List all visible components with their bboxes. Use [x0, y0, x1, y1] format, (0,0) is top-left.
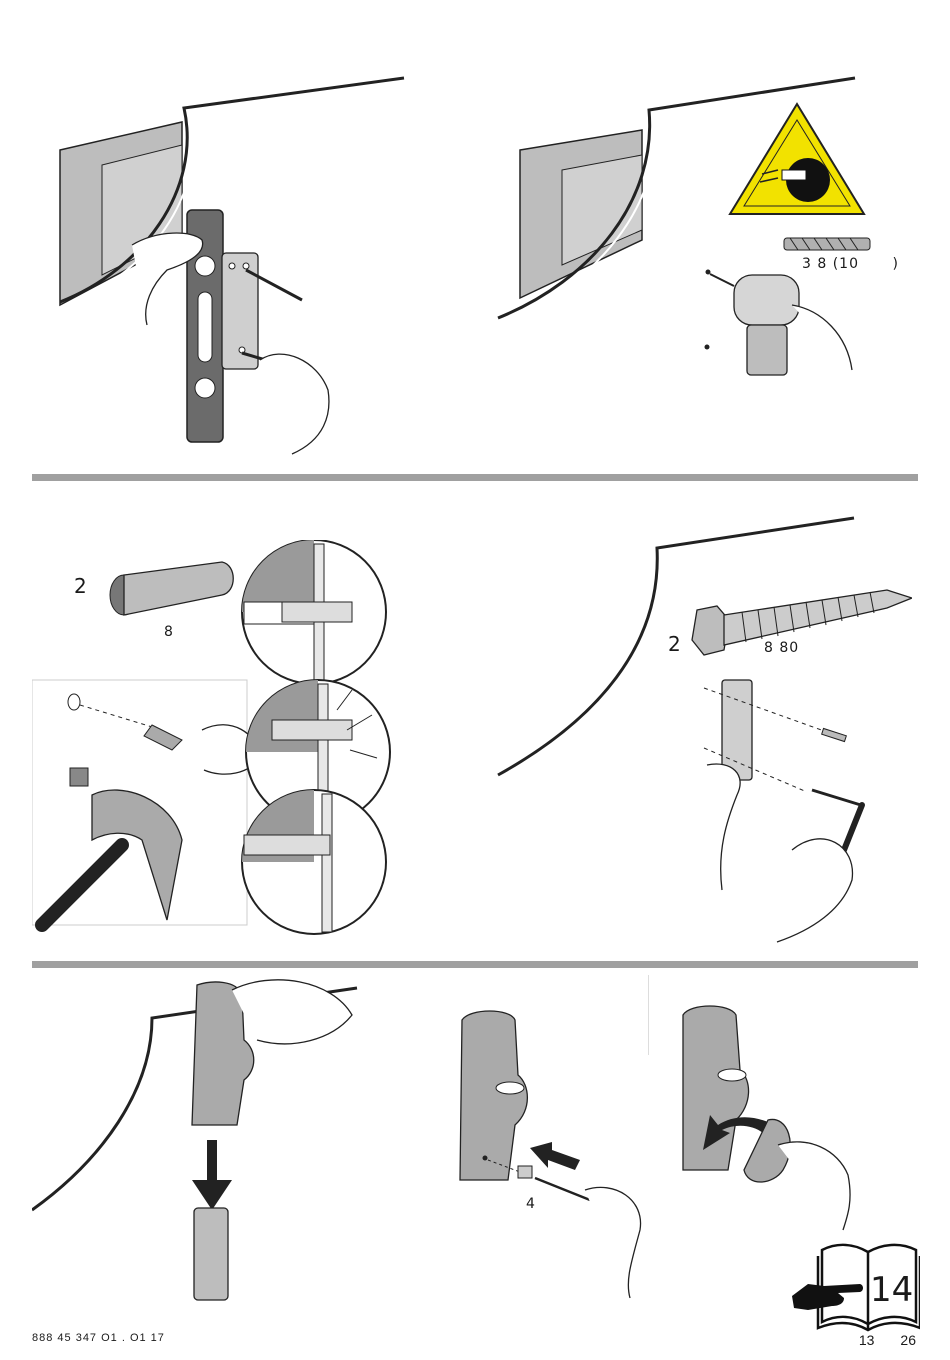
plug-insertion-step-c [242, 790, 386, 934]
screw-size: 8 80 [764, 640, 799, 656]
wall-plugs-illustration [32, 540, 392, 940]
drill-bit-size-label: 3 8 (10 ) [802, 256, 899, 272]
panel-set-screw: 4 [440, 1000, 660, 1300]
set-screw-illustration [440, 1000, 660, 1300]
plug-insertion-step-a [242, 540, 386, 684]
power-drill-icon [705, 270, 853, 376]
panel-screw-bracket: 2 8 80 [492, 510, 912, 950]
panel-wall-plugs: 2 8 [32, 540, 392, 940]
section-divider-2 [32, 961, 918, 968]
document-code: 888 45 347 O1 . O1 17 [32, 1332, 165, 1344]
current-page: 13 [859, 1332, 875, 1348]
lag-screw-icon [692, 590, 912, 655]
section-divider-1 [32, 474, 918, 481]
attach-cover-illustration [648, 975, 868, 1235]
wall-plug-icon [110, 562, 233, 615]
panel-drilling: 3 8 (10 ) [492, 70, 912, 400]
next-page-number: 14 [870, 1270, 913, 1310]
drill-bit-size-text: 3 8 (10 [802, 256, 859, 272]
mount-holder-illustration [32, 970, 372, 1310]
screw-quantity: 2 [668, 632, 681, 656]
mark-holes-illustration [32, 70, 432, 460]
hex-key-size: 4 [526, 1196, 536, 1212]
plug-size: 8 [164, 624, 174, 640]
screw-bracket-illustration [492, 510, 912, 950]
drilling-illustration [492, 70, 912, 400]
drill-bit-size-close: ) [892, 256, 898, 272]
plug-quantity: 2 [74, 574, 87, 598]
panel-mount-holder [32, 970, 372, 1310]
total-pages: 26 [900, 1332, 916, 1348]
drill-bit-icon [784, 238, 870, 250]
panel-mark-holes [32, 70, 432, 460]
page-counter: 13 26 [859, 1332, 916, 1348]
eye-protection-warning-icon [730, 104, 864, 214]
panel-attach-cover [648, 975, 868, 1235]
